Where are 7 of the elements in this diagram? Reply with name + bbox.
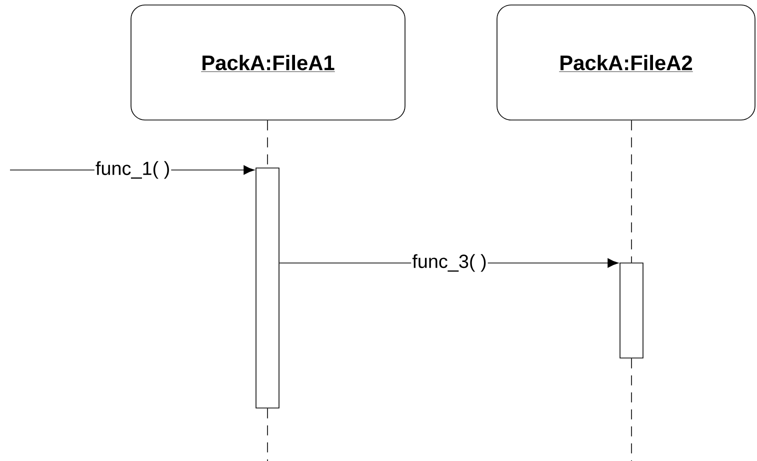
lifeline-box: PackA:FileA2 <box>496 4 756 120</box>
activation-bar <box>256 168 280 408</box>
edge-label: func_3( ) <box>411 253 488 273</box>
lifeline <box>631 120 632 263</box>
lifeline-box: PackA:FileA1 <box>130 4 406 120</box>
activation-bar <box>620 262 644 358</box>
edge-label: func_1( ) <box>94 160 172 180</box>
